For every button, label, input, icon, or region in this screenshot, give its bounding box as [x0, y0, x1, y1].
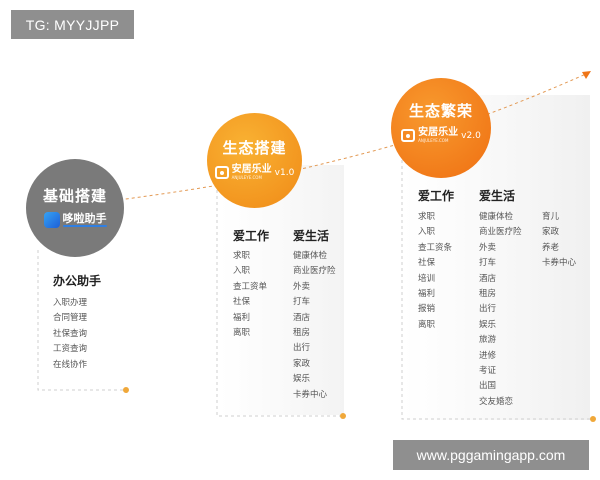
list-item: 卡券中心: [542, 258, 577, 269]
stage2-end-dot: [340, 413, 346, 419]
stage3-col2-heading: 爱生活: [479, 189, 516, 203]
list-item: 入职: [418, 227, 436, 238]
stage1-logo: 哆啦助手: [43, 212, 107, 228]
house-icon: [401, 129, 416, 142]
list-item: 健康体检: [479, 212, 514, 222]
stage2-col2-heading: 爱生活: [293, 229, 330, 243]
list-item: 工资查询: [53, 344, 88, 355]
list-item: 交友婚恋: [479, 396, 514, 407]
stage3-logo-sub: ANJULEYE.COM: [418, 138, 449, 143]
stage1-logo-name: 哆啦助手: [62, 212, 107, 225]
stage1-end-dot: [123, 387, 129, 393]
list-item: 合同管理: [53, 313, 88, 324]
stage3-title: 生态繁荣: [408, 102, 473, 120]
stage2-logo-name: 安居乐业: [231, 164, 272, 175]
stage1-circle: 基础搭建 哆啦助手: [26, 159, 124, 257]
stage2-col2-list: 健康体检商业医疗险外卖打车酒店租房出行家政娱乐卡券中心: [293, 249, 336, 403]
house-icon: [214, 166, 229, 179]
stage3-logo-name: 安居乐业: [418, 127, 459, 138]
app-logo-icon: [43, 212, 60, 228]
list-item: 考证: [479, 366, 497, 377]
list-item: 外卖: [293, 281, 311, 292]
stage1-col1-heading: 办公助手: [53, 274, 102, 288]
list-item: 健康体检: [293, 251, 328, 261]
list-item: 打车: [479, 258, 497, 269]
list-item: 商业医疗险: [293, 266, 336, 277]
stage2-col1-list: 求职入职查工资单社保福利离职: [233, 249, 267, 341]
stage1-logo-sub: [62, 225, 107, 227]
list-item: 娱乐: [293, 374, 311, 385]
growth-curve: [95, 73, 587, 204]
stage2-panel: [220, 165, 344, 415]
stage1-col1-list: 入职办理合同管理社保查询工资查询在线协作: [53, 296, 87, 373]
list-item: 社保: [418, 258, 436, 269]
stage3-circle: 生态繁荣 安居乐业 ANJULEYE.COM v2.0: [391, 78, 491, 178]
stage2-logo-sub: ANJULEYE.COM: [231, 175, 262, 180]
list-item: 出行: [293, 343, 311, 354]
watermark-top: TG: MYYJJPP: [11, 10, 134, 39]
list-item: 卡券中心: [293, 389, 328, 400]
list-item: 租房: [479, 289, 497, 300]
list-item: 出行: [479, 304, 497, 315]
list-item: 家政: [293, 358, 311, 369]
list-item: 商业医疗险: [479, 227, 522, 238]
list-item: 出国: [479, 381, 497, 392]
list-item: 社保查询: [53, 328, 88, 339]
stage3-frame: [401, 160, 593, 420]
list-item: 进修: [479, 350, 497, 361]
list-item: 打车: [293, 297, 311, 308]
list-item: 酒店: [293, 312, 311, 323]
stage3-col3-list: 育儿家政养老卡券中心: [542, 210, 576, 272]
list-item: 入职: [233, 266, 251, 277]
list-item: 培训: [418, 273, 436, 284]
list-item: 离职: [233, 328, 251, 339]
stage3-version: v2.0: [461, 130, 481, 141]
stage1-frame: [37, 250, 126, 391]
stage2-version: v1.0: [274, 167, 295, 178]
list-item: 娱乐: [479, 319, 497, 330]
list-item: 旅游: [479, 335, 497, 346]
list-item: 外卖: [479, 242, 497, 253]
stage2-logo: 安居乐业 ANJULEYE.COM v1.0: [214, 164, 295, 180]
list-item: 离职: [418, 319, 436, 330]
list-item: 查工资条: [418, 242, 453, 253]
stage2-title: 生态搭建: [222, 139, 287, 157]
stage3-end-dot: [590, 416, 596, 422]
list-item: 福利: [233, 312, 251, 323]
stage3-col2-list: 健康体检商业医疗险外卖打车酒店租房出行娱乐旅游进修考证出国交友婚恋: [479, 210, 522, 410]
stage2-circle: 生态搭建 安居乐业 ANJULEYE.COM v1.0: [207, 113, 302, 208]
stage2-col1-heading: 爱工作: [233, 229, 270, 243]
stage3-col1-list: 求职入职查工资条社保培训福利报销离职: [418, 210, 452, 333]
list-item: 查工资单: [233, 281, 268, 292]
list-item: 求职: [418, 212, 436, 222]
stage3-col1-heading: 爱工作: [418, 189, 455, 203]
list-item: 入职办理: [53, 298, 88, 308]
list-item: 租房: [293, 328, 311, 339]
stage3-logo: 安居乐业 ANJULEYE.COM v2.0: [401, 128, 481, 143]
list-item: 家政: [542, 227, 560, 238]
stage1-title: 基础搭建: [42, 187, 107, 205]
list-item: 养老: [542, 242, 560, 253]
list-item: 求职: [233, 251, 251, 261]
watermark-bottom: www.pggamingapp.com: [393, 440, 589, 470]
list-item: 在线协作: [53, 359, 88, 370]
list-item: 社保: [233, 297, 251, 308]
list-item: 育儿: [542, 212, 560, 222]
list-item: 酒店: [479, 273, 497, 284]
list-item: 报销: [418, 304, 436, 315]
growth-arrow-icon: [582, 71, 591, 79]
list-item: 福利: [418, 289, 436, 300]
